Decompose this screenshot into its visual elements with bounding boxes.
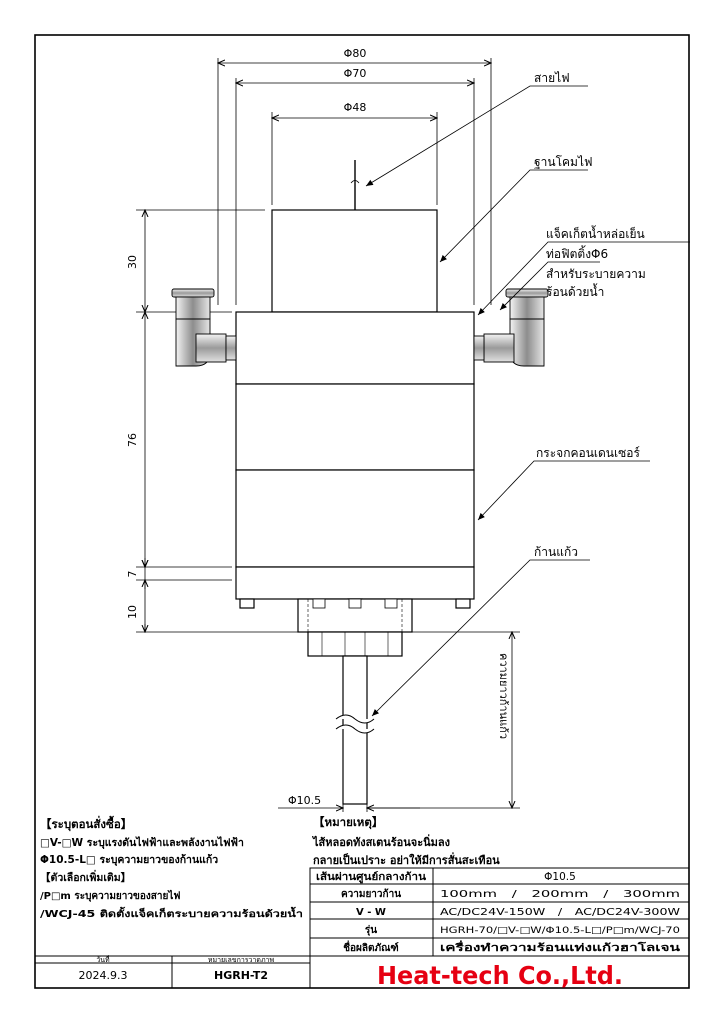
drawing-no-value: HGRH-T2 — [214, 969, 268, 982]
spec-label-vw: V - W — [356, 907, 386, 918]
bottom-plate — [235, 566, 475, 600]
callout-cooling-line1: สำหรับระบายความ — [546, 267, 646, 281]
company-name: Heat-tech Co.,Ltd. — [377, 961, 623, 990]
spec-label-name: ชื่อผลิตภัณฑ์ — [343, 940, 398, 954]
dim-rod-length: ความยาวก้านแก้ว — [497, 653, 510, 739]
dim-phi70: Φ70 — [344, 67, 367, 80]
fitting-right — [473, 288, 549, 367]
dimension-group-top — [218, 58, 491, 305]
spec-label-model: รุ่น — [365, 924, 377, 936]
dimension-group-left — [136, 210, 298, 632]
callout-fitting: ท่อฟิตติ้งΦ6 — [546, 245, 608, 261]
spec-value-model: HGRH-70/□V-□W/Φ10.5-L□/P□m/WCJ-70 — [440, 926, 680, 936]
spec-value-name: เครื่องทำความร้อนแท่งแก้วฮาโลเจน — [440, 940, 680, 954]
callout-condenser: กระจกคอนเดนเซอร์ — [536, 446, 640, 460]
remarks-title: 【หมายเหตุ】 — [313, 815, 383, 830]
order-notes-line3: /P□m ระบุความยาวของสายไฟ — [40, 889, 180, 902]
date-value: 2024.9.3 — [79, 969, 128, 982]
callout-leaders — [365, 85, 690, 717]
dim-rod-dia: Φ10.5 — [288, 794, 321, 807]
callout-glass-rod: ก้านแก้ว — [534, 545, 578, 559]
callout-water-jacket: แจ็คเก็ตน้ำหล่อเย็น — [546, 225, 645, 241]
condenser-lower — [235, 469, 475, 568]
callout-cooling-line2: ร้อนด้วยน้ำ — [546, 283, 604, 299]
spec-value-length: 100mm / 200mm / 300mm — [440, 889, 680, 900]
spec-label-diameter: เส้นผ่านศูนย์กลางก้าน — [316, 871, 426, 884]
fitting-left — [171, 288, 237, 367]
spec-table-rows: เส้นผ่านศูนย์กลางก้าน Φ10.5 ความยาวก้าน … — [316, 871, 681, 954]
condenser-upper — [235, 383, 475, 471]
order-notes-title: 【ระบุตอนสั่งซื้อ】 — [40, 815, 132, 832]
dim-h10: 10 — [126, 605, 139, 619]
remarks-line1: ไส้หลอดทังสเตนร้อนจะนิ่มลง — [311, 834, 450, 849]
date-label: วันที่ — [96, 955, 110, 964]
dim-h7: 7 — [126, 571, 139, 578]
water-jacket-block — [235, 311, 475, 385]
order-notes-option-title: 【ตัวเลือกเพิ่มเติม】 — [40, 869, 131, 884]
title-block — [35, 955, 311, 988]
dim-h30: 30 — [126, 255, 139, 269]
remarks-line2: กลายเป็นเปราะ อย่าให้มีการสั่นสะเทือน — [313, 852, 500, 867]
spec-table — [309, 867, 690, 957]
dim-h76: 76 — [126, 433, 139, 447]
drawing-no-label: หมายเลขการวาดภาพ — [208, 956, 275, 964]
dim-phi80: Φ80 — [344, 47, 367, 60]
rod-collar — [307, 631, 403, 657]
rod-dia-dim — [278, 804, 420, 812]
dim-phi48: Φ48 — [344, 101, 367, 114]
callout-lamp-base: ฐานโคมไฟ — [534, 155, 592, 169]
sheet-border — [34, 34, 690, 989]
spec-label-length: ความยาวก้าน — [341, 888, 401, 900]
lamp-base — [271, 209, 438, 313]
order-notes-line2: Φ10.5-L□ ระบุความยาวของก้านแก้ว — [40, 853, 218, 867]
spec-value-diameter: Φ10.5 — [544, 871, 576, 883]
order-notes-line1: □V-□W ระบุแรงดันไฟฟ้าและพลังงานไฟฟ้า — [40, 836, 244, 850]
heater-body — [235, 160, 475, 805]
callout-cable: สายไฟ — [534, 71, 570, 85]
order-notes-line4: /WCJ-45 ติดตั้งแจ็คเก็ตระบายความร้อนด้วย… — [40, 906, 303, 920]
spec-value-vw: AC/DC24V-150W / AC/DC24V-300W — [440, 907, 681, 918]
